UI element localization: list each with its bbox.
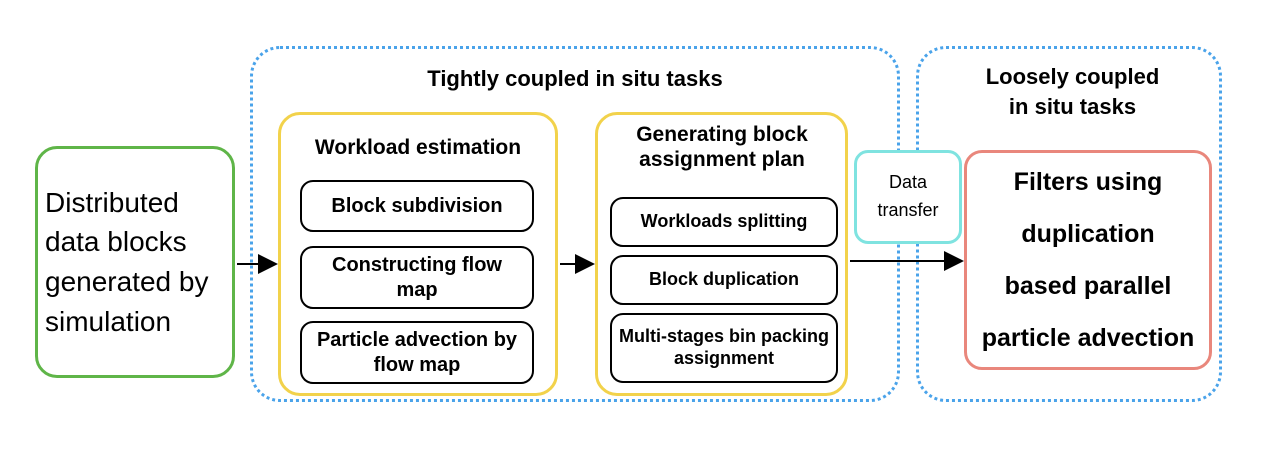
constructing-flow-map-step: Constructing flow map xyxy=(300,246,534,309)
filters-line-1: Filters using xyxy=(1013,168,1163,196)
workload-estimation-box xyxy=(278,112,558,396)
filters-line-2: duplication xyxy=(1021,220,1155,248)
distributed-data-label: Distributed data blocks generated by sim… xyxy=(45,186,209,337)
workloads-splitting-step: Workloads splitting xyxy=(610,197,838,247)
data-transfer-box: Data transfer xyxy=(854,150,962,244)
block-assignment-box xyxy=(595,112,848,396)
filters-box: Filters using duplication based parallel… xyxy=(964,150,1212,370)
bin-packing-step: Multi-stages bin packing assignment xyxy=(610,313,838,383)
block-subdivision-step: Block subdivision xyxy=(300,180,534,232)
block-duplication-step: Block duplication xyxy=(610,255,838,305)
data-transfer-label: Data transfer xyxy=(877,172,939,220)
filters-line-3: based parallel xyxy=(1004,272,1172,300)
tight-group-title: Tightly coupled in situ tasks xyxy=(427,66,723,91)
filters-line-4: particle advection xyxy=(981,324,1195,352)
particle-advection-step: Particle advection by flow map xyxy=(300,321,534,384)
workload-estimation-title: Workload estimation xyxy=(314,136,522,159)
loose-group-title: Loosely coupled in situ tasks xyxy=(985,64,1160,119)
block-assignment-title: Generating block assignment plan xyxy=(636,123,808,171)
distributed-data-box: Distributed data blocks generated by sim… xyxy=(35,146,235,378)
